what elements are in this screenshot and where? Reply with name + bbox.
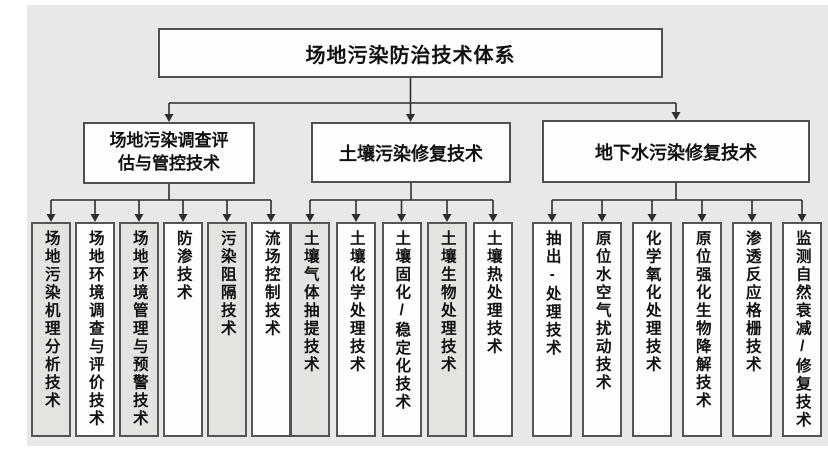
leaf-label: 土壤热处理技术: [484, 230, 502, 356]
leaf-node: 防渗技术: [163, 222, 203, 437]
branch-node-investigation-control: 场地污染调查评估与管控技术: [83, 122, 255, 184]
leaf-label: 场地环境管理与预警技术: [130, 230, 148, 428]
leaf-label: 原位水空气扰动技术: [593, 230, 611, 392]
root-node: 场地污染防治技术体系: [158, 28, 663, 78]
leaf-node: 化学氧化处理技术: [632, 222, 672, 437]
leaf-node: 原位强化生物降解技术: [682, 222, 722, 437]
leaf-node: 场地污染机理分析技术: [31, 222, 71, 437]
leaf-label: 原位强化生物降解技术: [693, 230, 711, 410]
leaf-label: 化学氧化处理技术: [643, 230, 661, 374]
leaf-node: 原位水空气扰动技术: [582, 222, 622, 437]
leaf-label: 流场控制技术: [262, 230, 280, 338]
leaf-label: 污染阻隔技术: [218, 230, 236, 338]
leaf-node: 土壤气体抽提技术: [290, 222, 330, 437]
leaf-label: 土壤固化/稳定化技术: [393, 230, 411, 412]
leaf-label: 防渗技术: [174, 230, 192, 302]
leaf-node: 土壤热处理技术: [473, 222, 513, 437]
leaf-label: 监测自然衰减/修复技术: [793, 230, 811, 430]
leaf-label: 渗透反应格栅技术: [743, 230, 761, 374]
leaf-node: 场地环境调查与评价技术: [75, 222, 115, 437]
leaf-node: 土壤化学处理技术: [336, 222, 376, 437]
leaf-node: 流场控制技术: [251, 222, 291, 437]
leaf-node: 监测自然衰减/修复技术: [782, 222, 822, 437]
leaf-label: 场地污染机理分析技术: [42, 230, 60, 410]
leaf-node: 场地环境管理与预警技术: [119, 222, 159, 437]
leaf-label: 抽出-处理技术: [543, 230, 561, 358]
leaf-label: 土壤生物处理技术: [438, 230, 456, 374]
branch-node-soil-remediation: 土壤污染修复技术: [311, 122, 511, 183]
leaf-node: 土壤生物处理技术: [427, 222, 467, 437]
leaf-label: 土壤气体抽提技术: [301, 230, 319, 374]
leaf-label: 场地环境调查与评价技术: [86, 230, 104, 428]
leaf-node: 抽出-处理技术: [532, 222, 572, 437]
leaf-node: 污染阻隔技术: [207, 222, 247, 437]
leaf-node: 土壤固化/稳定化技术: [381, 222, 422, 437]
leaf-label: 土壤化学处理技术: [347, 230, 365, 374]
leaf-node: 渗透反应格栅技术: [732, 222, 772, 437]
branch-node-groundwater-remediation: 地下水污染修复技术: [542, 120, 810, 183]
